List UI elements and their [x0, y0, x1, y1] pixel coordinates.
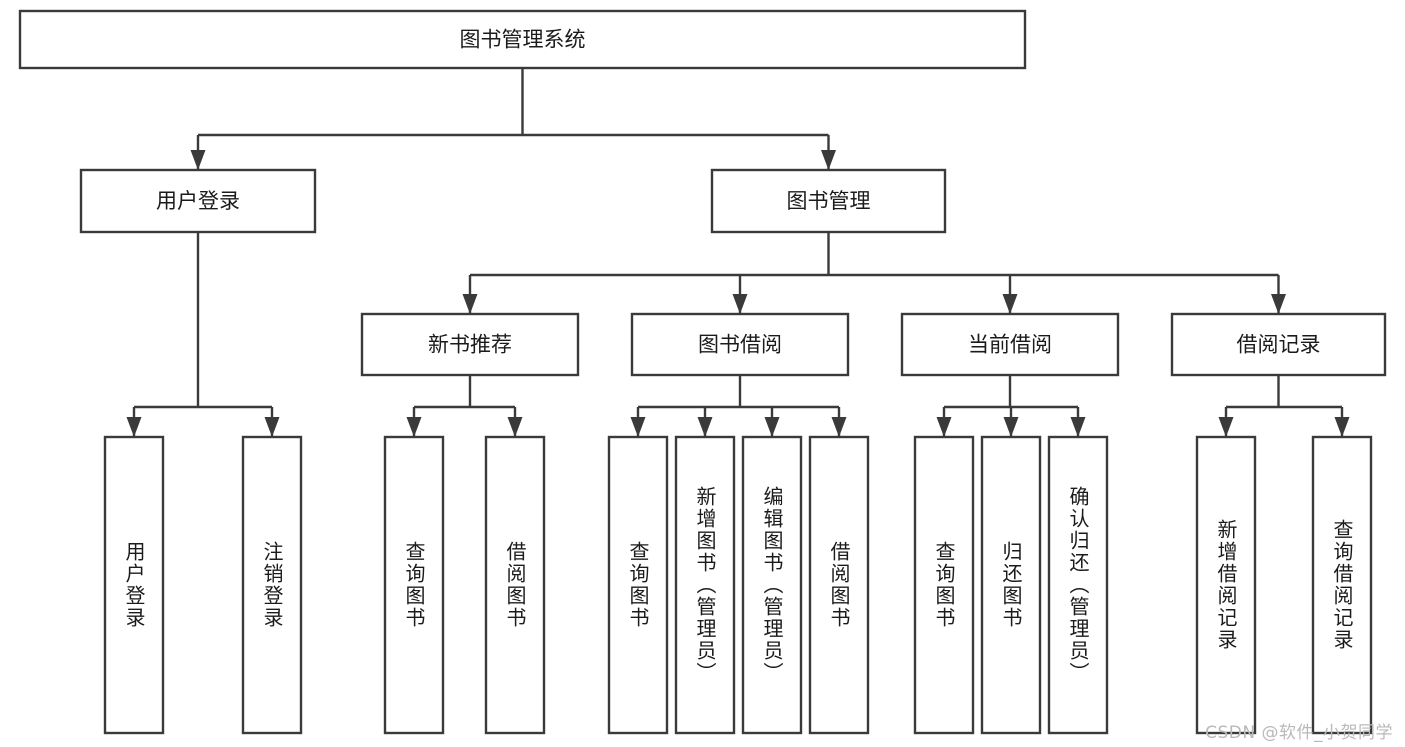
node-box-leaf-9: [980, 435, 1042, 735]
node-box-level3-0: [360, 312, 580, 377]
arrow-head-icon: [507, 417, 523, 437]
node-box-root: [18, 9, 1027, 70]
node-box-leaf-12: [1311, 435, 1373, 735]
arrow-head-icon: [1070, 417, 1086, 437]
arrow-head-icon: [732, 294, 748, 314]
node-box-leaf-11: [1195, 435, 1257, 735]
node-label-level3-1: 图书借阅: [698, 333, 782, 357]
node-label-level3-0: 新书推荐: [428, 333, 512, 357]
node-box-leaf-7: [808, 435, 870, 735]
node-box-level3-2: [900, 312, 1120, 377]
node-label-root: 图书管理系统: [460, 28, 586, 52]
node-box-leaf-10: [1047, 435, 1109, 735]
node-box-leaf-3: [484, 435, 546, 735]
node-label-level3-2: 当前借阅: [968, 333, 1052, 357]
node-box-leaf-6: [741, 435, 803, 735]
node-label-level2-1: 图书管理: [787, 189, 871, 213]
arrow-head-icon: [630, 417, 646, 437]
arrow-head-icon: [1002, 294, 1018, 314]
arrow-head-icon: [264, 417, 280, 437]
node-box-level3-1: [630, 312, 850, 377]
arrow-head-icon: [1218, 417, 1234, 437]
arrow-head-icon: [821, 150, 836, 170]
node-label-level2-0: 用户登录: [156, 189, 240, 213]
node-box-leaf-8: [913, 435, 975, 735]
arrow-head-icon: [1003, 417, 1019, 437]
arrow-head-icon: [936, 417, 952, 437]
node-label-level3-3: 借阅记录: [1237, 333, 1321, 357]
arrow-head-icon: [1271, 294, 1286, 314]
arrow-head-icon: [462, 294, 478, 314]
arrow-head-icon: [126, 417, 142, 437]
node-box-leaf-1: [241, 435, 303, 735]
node-box-level2-1: [710, 168, 947, 234]
node-box-leaf-0: [103, 435, 165, 735]
node-box-layer: [18, 9, 1387, 735]
arrow-head-icon: [764, 417, 780, 437]
arrow-head-icon: [190, 150, 206, 170]
node-box-leaf-4: [607, 435, 669, 735]
node-box-level3-3: [1170, 312, 1387, 377]
watermark: CSDN @软件_小贺同学: [1205, 723, 1393, 743]
connector-layer: [126, 68, 1350, 437]
node-box-leaf-2: [383, 435, 445, 735]
node-box-leaf-5: [674, 435, 736, 735]
arrow-head-icon: [406, 417, 422, 437]
arrow-head-icon: [831, 417, 847, 437]
arrow-head-icon: [697, 417, 713, 437]
arrow-head-icon: [1334, 417, 1350, 437]
node-box-level2-0: [79, 168, 317, 234]
